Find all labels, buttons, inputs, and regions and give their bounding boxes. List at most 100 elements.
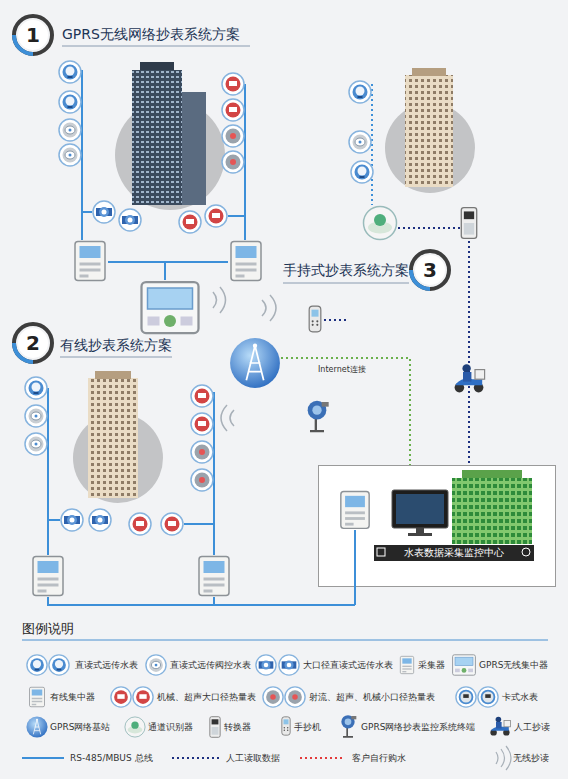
gprs-section-illustration	[222, 73, 244, 95]
center-illustration	[341, 492, 369, 529]
gprs-section-illustration	[75, 242, 105, 281]
legend-text: 直读式远传阀控水表	[170, 659, 251, 671]
legend-text: GPRS无线集中器	[479, 659, 548, 671]
gprs-section-illustration	[179, 211, 201, 233]
wired-section-illustration	[95, 371, 131, 379]
center-illustration	[452, 478, 532, 544]
gprs-section-illustration	[132, 70, 182, 205]
legend-text: 大口径直读式远传水表	[303, 659, 393, 671]
legend-symbols	[111, 687, 131, 707]
callout-rings	[14, 324, 52, 362]
callout-rings	[14, 16, 52, 54]
callout-rings	[411, 251, 449, 289]
wired-section-illustration	[33, 557, 63, 596]
legend-text: GPRS网络基站	[50, 721, 110, 733]
handheld-section-illustration	[405, 75, 453, 187]
gprs-section-illustration	[140, 62, 174, 70]
legend-text: 人工读取数据	[226, 752, 280, 764]
section-heading: GPRS无线网络抄表系统方案	[62, 26, 240, 44]
handheld-section-illustration	[351, 161, 373, 183]
wired-section-illustration	[161, 513, 183, 535]
legend-symbols	[256, 655, 276, 675]
wired-section-illustration	[191, 413, 213, 435]
gprs-section-illustration	[142, 282, 199, 333]
legend-heading: 图例说明	[22, 620, 74, 638]
handheld-section-illustration	[230, 338, 280, 388]
section-heading: 手持式抄表系统方案	[283, 262, 409, 280]
legend-text: 无线抄读	[513, 752, 549, 764]
wired-section-illustration	[25, 377, 47, 399]
legend-text: 射流、超声、机械小口径热量表	[309, 691, 435, 703]
legend-symbols	[400, 656, 413, 673]
gprs-section-illustration	[231, 242, 261, 281]
wired-section-illustration	[191, 469, 213, 491]
section-heading: 有线抄表系统方案	[60, 337, 172, 355]
center-illustration	[522, 548, 530, 556]
legend-symbols	[478, 687, 498, 707]
legend-text: 有线集中器	[50, 691, 95, 703]
legend-text: 直读式远传水表	[75, 659, 138, 671]
legend-text: RS-485/MBUS 总线	[70, 752, 153, 764]
gprs-section-illustration	[59, 119, 81, 141]
center-illustration	[408, 533, 432, 536]
handheld-section-illustration	[455, 364, 485, 392]
internet-label: Internet连接	[318, 364, 366, 375]
center-band: 水表数据采集监控中心	[374, 545, 534, 561]
legend-symbols	[49, 655, 69, 675]
legend-symbols	[263, 687, 283, 707]
legend-symbols	[453, 655, 476, 675]
handheld-section-illustration	[349, 131, 371, 153]
gprs-section-illustration	[182, 92, 206, 205]
legend-symbols	[22, 640, 548, 770]
legend-text: 手抄机	[294, 721, 321, 733]
handheld-section-illustration	[349, 81, 371, 103]
center-box: 水表数据采集监控中心	[318, 465, 556, 587]
callout-number: 2	[18, 328, 48, 358]
handheld-section-illustration	[412, 68, 446, 76]
callout-number: 1	[18, 20, 48, 50]
handheld-section-illustration	[364, 207, 397, 240]
wired-section-illustration	[48, 388, 355, 605]
wired-section-illustration	[25, 405, 47, 427]
gprs-section-illustration	[59, 144, 81, 166]
callout-circle: 2有线抄表系统方案	[18, 328, 48, 358]
callout-rings	[60, 46, 409, 357]
wired-section-illustration	[25, 371, 355, 605]
center-illustration	[396, 494, 444, 524]
wired-section-illustration	[191, 441, 213, 463]
legend-symbols	[22, 640, 548, 641]
handheld-section-illustration	[230, 68, 485, 465]
gprs-section-illustration	[119, 209, 141, 231]
gprs-section-illustration	[82, 70, 245, 280]
wired-section-illustration	[25, 433, 47, 455]
wired-section-illustration	[191, 385, 213, 407]
gprs-section-illustration	[59, 91, 81, 113]
legend-text: 机械、超声大口径热量表	[157, 691, 256, 703]
legend-symbols	[133, 687, 153, 707]
legend-text: 通道识别器	[148, 721, 193, 733]
center-illustration	[392, 490, 448, 528]
gprs-section-illustration	[222, 151, 244, 173]
legend-symbols	[279, 655, 299, 675]
callout-rings	[14, 16, 449, 362]
wired-section-illustration	[199, 557, 229, 596]
legend-text: 转换器	[224, 721, 251, 733]
legend-symbols	[26, 716, 47, 737]
handheld-section-illustration	[308, 401, 329, 431]
legend-symbols	[300, 757, 345, 759]
wired-section-illustration	[88, 378, 138, 498]
callout-circle: 3手持式抄表系统方案	[415, 255, 445, 285]
gprs-section-illustration	[59, 61, 81, 83]
legend-symbols	[285, 687, 305, 707]
handheld-section-illustration	[309, 306, 321, 332]
handheld-section-illustration	[461, 208, 476, 239]
center-illustration	[377, 548, 385, 556]
legend-text: 卡式水表	[502, 691, 538, 703]
center-illustration	[416, 528, 424, 533]
legend-symbols	[210, 717, 220, 738]
legend-text: 采集器	[418, 659, 445, 671]
legend-text: 客户自行购水	[352, 752, 406, 764]
handheld-section-illustration	[281, 358, 410, 465]
